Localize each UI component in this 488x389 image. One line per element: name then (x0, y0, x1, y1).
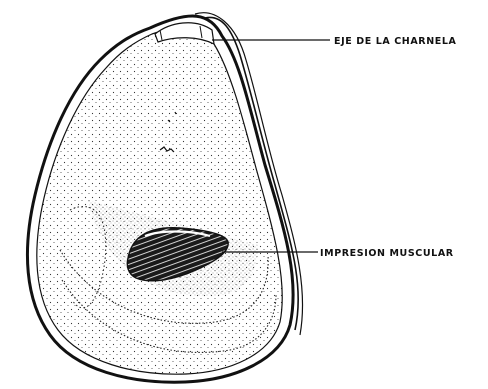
label-hinge-axis: EJE DE LA CHARNELA (334, 36, 457, 47)
callout-hinge-axis: EJE DE LA CHARNELA (212, 36, 457, 47)
shell-inner-surface (37, 27, 282, 374)
label-muscle-scar: IMPRESION MUSCULAR (320, 248, 454, 259)
